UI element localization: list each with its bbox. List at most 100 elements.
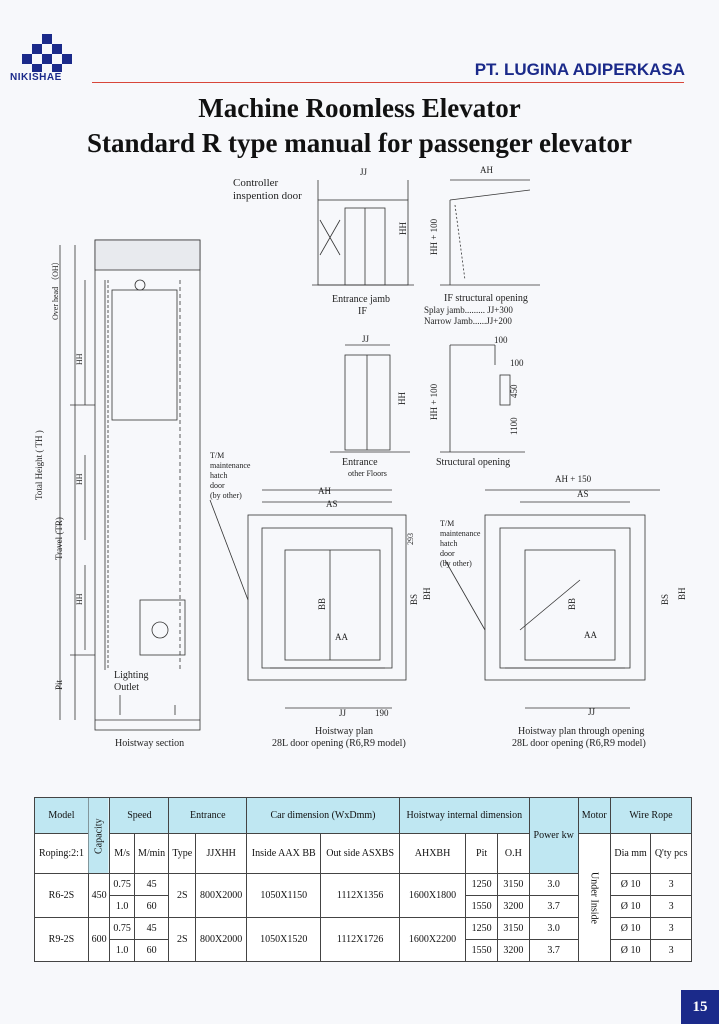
r6-jjxhh: 800X2000 [195,873,248,918]
r9-ms-1: 0.75 [109,917,135,940]
ah-label-1: AH [480,165,493,175]
r6-inside: 1050X1150 [246,873,322,918]
page-title-line2: Standard R type manual for passenger ele… [87,128,632,158]
th-oh: O.H [496,833,530,874]
entrance-label: Entrance [342,457,378,468]
r9-outside: 1112X1726 [320,917,400,962]
pit-label: Pit [54,679,64,690]
r9-model: R9-2S [34,917,89,962]
tm-label-2a: T/M [440,519,454,528]
th-pit: Pit [465,833,498,874]
r6-outside: 1112X1356 [320,873,400,918]
r6-type: 2S [168,873,197,918]
r6-capacity: 450 [87,873,111,918]
th-power: Power kw [528,797,579,874]
tm-label-1d: door [210,481,225,490]
th-mmin: M/min [133,833,170,874]
r6-ahxbh: 1600X1800 [398,873,467,918]
r6-mmin-2: 60 [133,895,170,918]
th-motor: Motor [577,797,611,834]
th-car: Car dimension (WxDmm) [246,797,400,834]
structural-opening-drawing [440,344,525,453]
th-outside: Out side ASXBS [320,833,400,874]
r6-mmin-1: 45 [133,873,170,896]
if-opening-drawing [440,179,540,286]
entrance-jamb-drawing [312,180,414,286]
hh100-label-1: HH + 100 [429,218,439,255]
technical-drawings: Controller inspention door JJ AH Entranc… [34,165,687,749]
dim-190: 190 [375,708,389,718]
hh-label-1: HH [398,222,408,235]
controller-label-2: inspention door [233,190,302,202]
th-ms: M/s [109,833,135,874]
entrance-other-floors-drawing [330,344,410,453]
if-opening-label: IF structural opening [444,293,528,304]
r9-pit-1: 1250 [465,917,498,940]
motor-value: Under Inside [577,833,611,962]
th-entrance: Entrance [168,797,248,834]
plan1-title: Hoistway plan [315,726,373,737]
r9-oh-2: 3200 [496,939,530,962]
r9-mmin-2: 60 [133,939,170,962]
jj-label-plan2: JJ [588,707,596,717]
r6-ms-2: 1.0 [109,895,135,918]
dim-100-b: 100 [510,358,524,368]
r9-ms-2: 1.0 [109,939,135,962]
company-name: PT. LUGINA ADIPERKASA [474,60,685,79]
r6-qty-1: 3 [650,873,692,896]
plan2-subtitle: 28L door opening (R6,R9 model) [512,738,646,749]
bb-label-plan1: BB [317,598,327,610]
as-label-plan1: AS [326,499,338,509]
ah-label-plan1: AH [318,486,331,496]
bh-label-plan1: BH [422,587,432,600]
aa-label-plan1: AA [335,632,348,642]
dim-100-a: 100 [494,335,508,345]
controller-label: Controller [233,177,279,189]
tm-label-1e: (by other) [210,491,242,500]
structural-opening-label: Structural opening [436,457,510,468]
bh-label-plan2: BH [677,587,687,600]
hoistway-section-label: Hoistway section [115,738,184,749]
hh-label-sec-3: HH [75,593,84,605]
jj-label-1: JJ [360,167,368,177]
th-jjxhh: JJXHH [195,833,248,874]
r6-oh-2: 3200 [496,895,530,918]
r6-ms-1: 0.75 [109,873,135,896]
th-capacity: Capacity [88,797,110,874]
plan1-subtitle: 28L door opening (R6,R9 model) [272,738,406,749]
as-label-plan2: AS [577,489,589,499]
aa-label-plan2: AA [584,630,597,640]
entrance-jamb-label: Entrance jamb [332,294,390,305]
tm-label-2c: hatch [440,539,457,548]
hoistway-section-drawing [59,239,201,731]
th-inside: Inside AAX BB [246,833,322,874]
dim-1100: 1100 [509,417,519,435]
lighting-label: Lighting [114,670,148,681]
page-title-line1: Machine Roomless Elevator [198,93,521,123]
hh-label-2: HH [397,392,407,405]
plan2-title: Hoistway plan through opening [518,726,644,737]
r9-type: 2S [168,917,197,962]
hoistway-plan-1-drawing [209,489,407,709]
th-qty: Q'ty pcs [650,833,692,874]
r9-capacity: 600 [87,917,111,962]
nikishae-logo [22,34,72,72]
hh-label-sec-1: HH [75,353,84,365]
r9-dia-2: Ø 10 [609,939,652,962]
jj-label-plan1: JJ [339,708,347,718]
r9-qty-2: 3 [650,939,692,962]
r9-kw-2: 3.7 [528,939,579,962]
total-height-label: Total Height ( TH ) [34,430,44,500]
tm-label-1c: hatch [210,471,227,480]
r6-dia-2: Ø 10 [609,895,652,918]
tm-label-1b: maintenance [210,461,251,470]
r6-pit-2: 1550 [465,895,498,918]
bb-label-plan2: BB [567,598,577,610]
header-rule [92,82,684,83]
dim-293: 293 [406,533,415,545]
r9-oh-1: 3150 [496,917,530,940]
bs-label-plan2: BS [660,594,670,605]
dim-450: 450 [509,384,519,398]
r9-dia-1: Ø 10 [609,917,652,940]
r6-oh-1: 3150 [496,873,530,896]
